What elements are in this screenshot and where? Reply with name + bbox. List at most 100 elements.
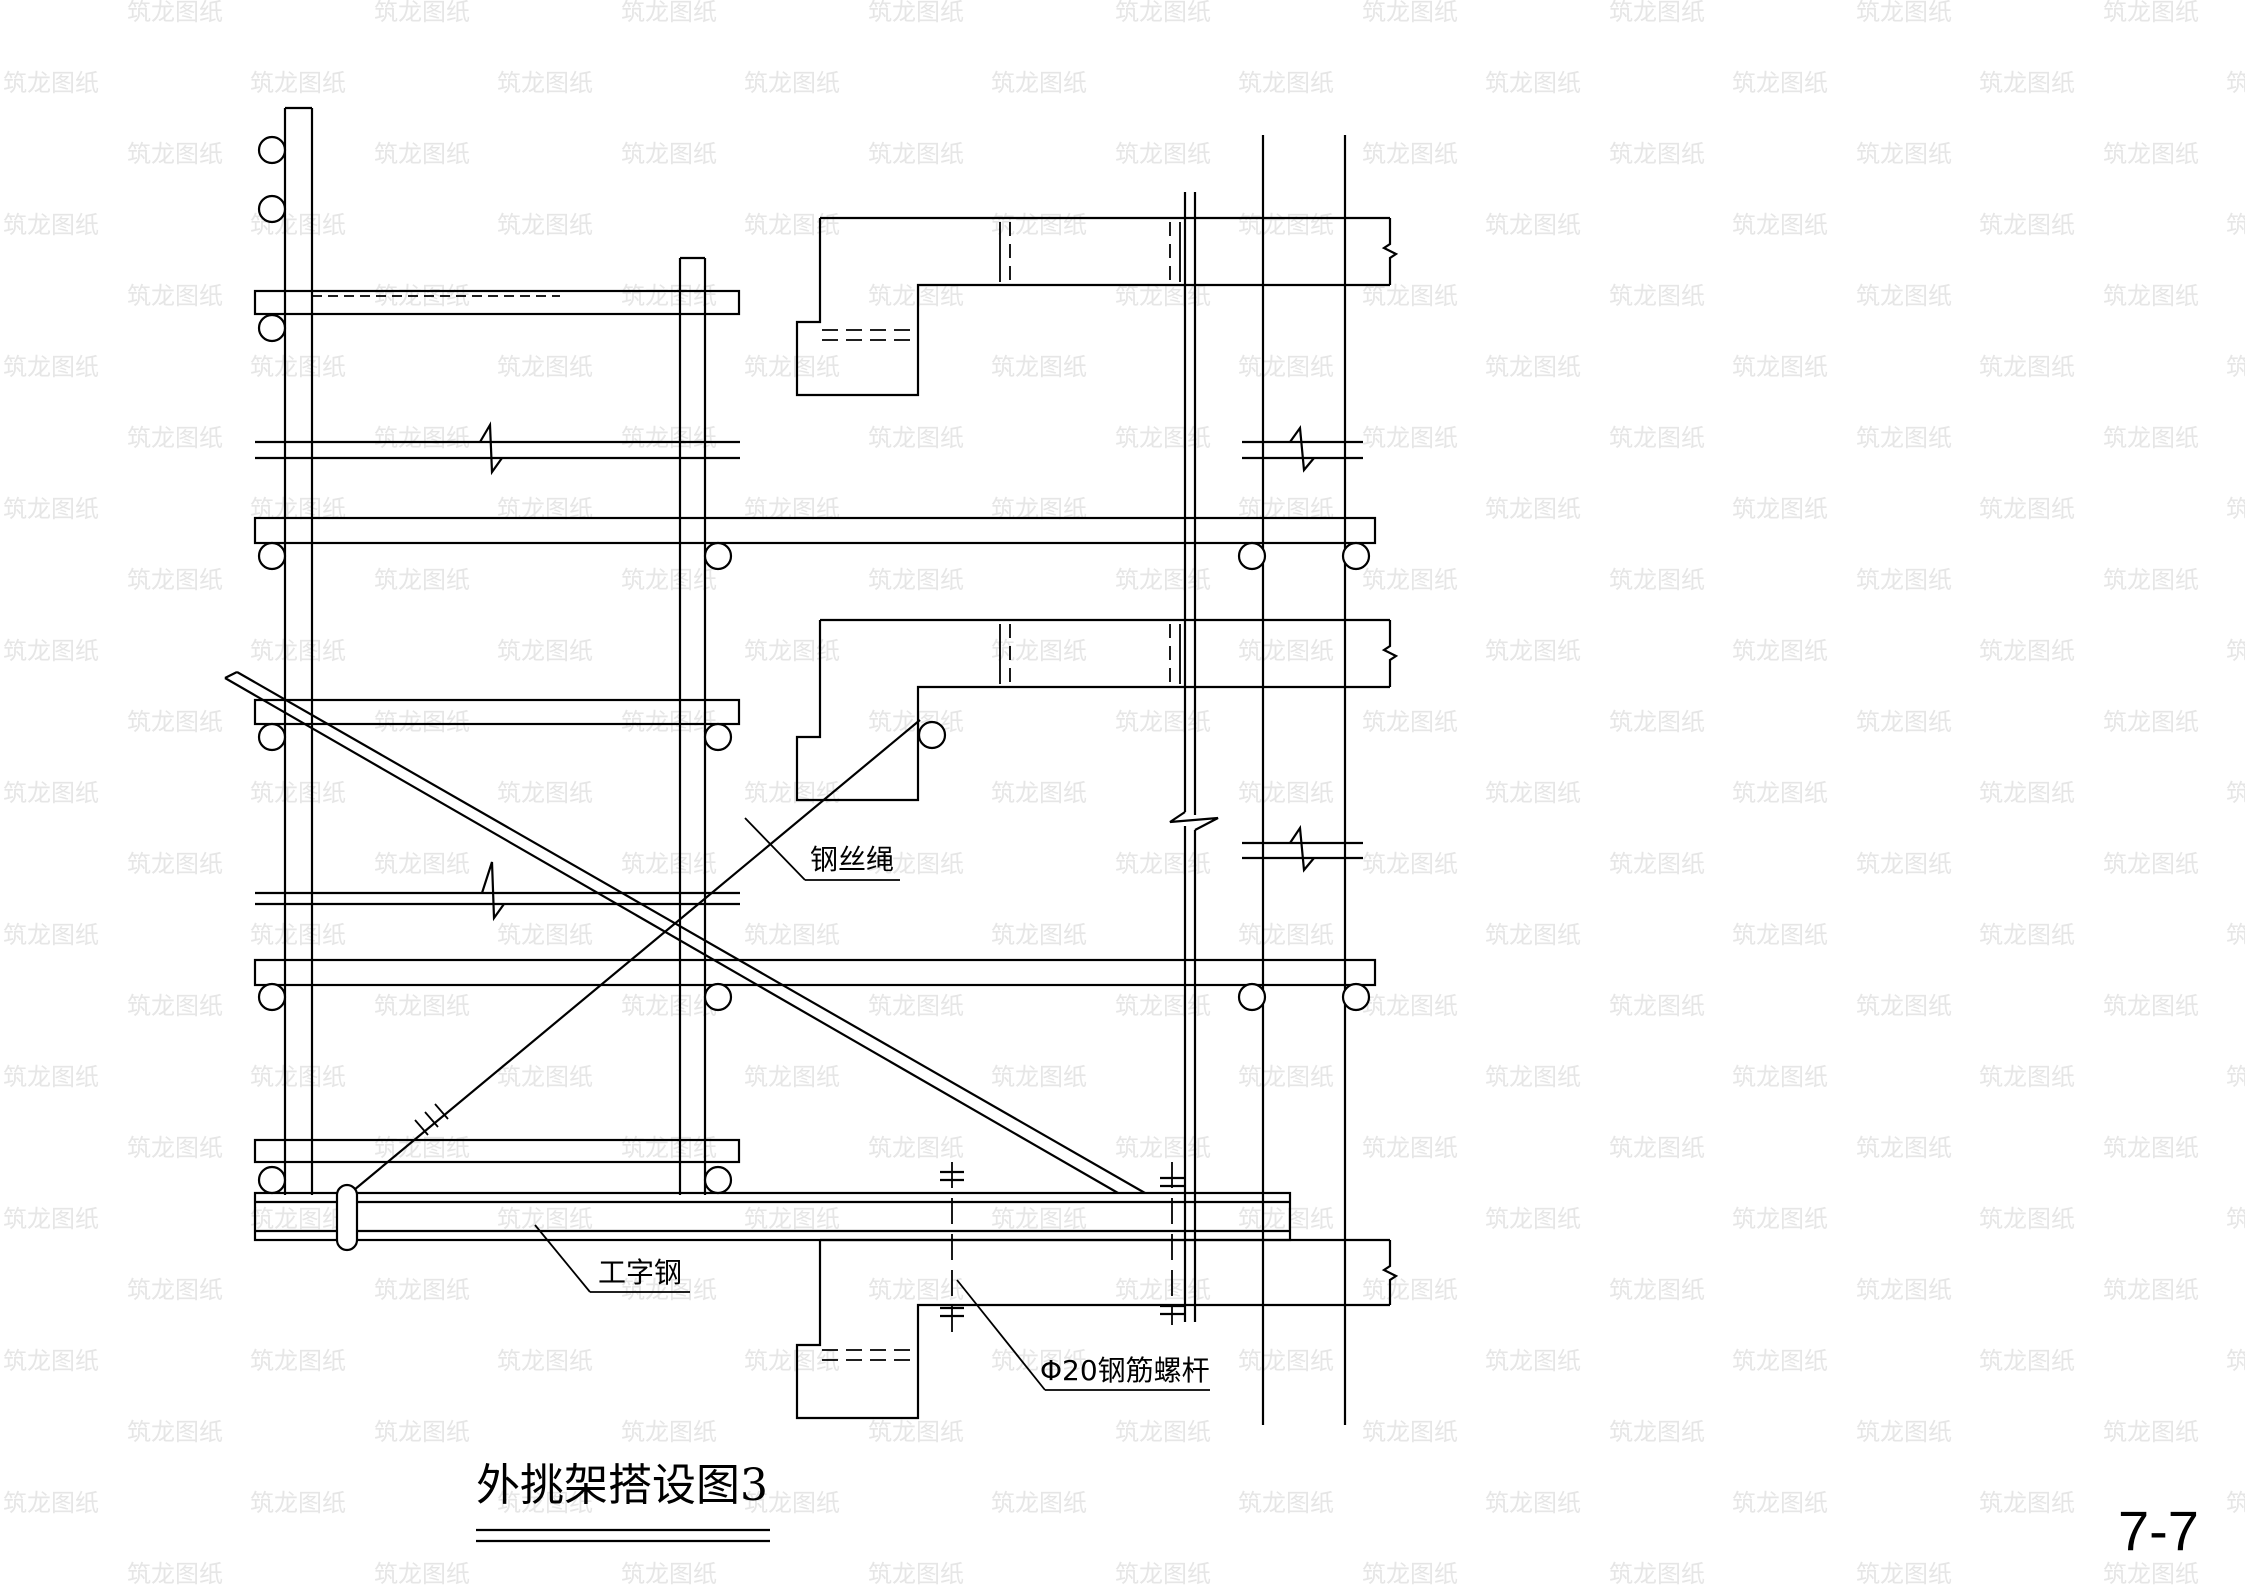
watermark-text: 筑龙图纸 (1485, 495, 1581, 523)
watermark-text: 筑龙图纸 (250, 779, 346, 807)
wire-rope-leader (744, 817, 900, 881)
rebar-bolt-right (1160, 1162, 1184, 1325)
floor-slab-middle (1193, 618, 1399, 689)
watermark-text: 筑龙图纸 (2226, 921, 2245, 949)
watermark-text: 筑龙图纸 (1732, 779, 1828, 807)
watermark-text: 筑龙图纸 (991, 1205, 1087, 1233)
watermark-text: 筑龙图纸 (1238, 1205, 1334, 1233)
watermark-text: 筑龙图纸 (744, 637, 840, 665)
watermark-text: 筑龙图纸 (374, 282, 470, 310)
stair-middle (795, 618, 1195, 802)
watermark-text: 筑龙图纸 (497, 211, 593, 239)
watermark-text: 筑龙图纸 (1362, 1560, 1458, 1587)
watermark-text: 筑龙图纸 (1485, 69, 1581, 97)
watermark-text: 筑龙图纸 (1238, 69, 1334, 97)
watermark-text: 筑龙图纸 (127, 1134, 223, 1162)
watermark-text: 筑龙图纸 (374, 566, 470, 594)
watermark-text: 筑龙图纸 (1115, 282, 1211, 310)
watermark-text: 筑龙图纸 (374, 1276, 470, 1304)
watermark-text: 筑龙图纸 (1609, 850, 1705, 878)
watermark-text: 筑龙图纸 (1238, 353, 1334, 381)
watermark-text: 筑龙图纸 (1609, 282, 1705, 310)
watermark-text: 筑龙图纸 (1856, 850, 1952, 878)
scaffold-ledgers (253, 289, 1377, 1164)
watermark-text: 筑龙图纸 (621, 1276, 717, 1304)
floor-slab-top (1193, 216, 1399, 287)
watermark-text: 筑龙图纸 (1979, 211, 2075, 239)
watermark-text: 筑龙图纸 (2226, 1205, 2245, 1233)
watermark-text: 筑龙图纸 (3, 495, 99, 523)
watermark-text: 筑龙图纸 (497, 1205, 593, 1233)
watermark-text: 筑龙图纸 (1732, 1489, 1828, 1517)
watermark-text: 筑龙图纸 (1732, 495, 1828, 523)
watermark-text: 筑龙图纸 (127, 1418, 223, 1446)
scaffold-outer-standard (678, 256, 707, 1195)
watermark-text: 筑龙图纸 (1362, 282, 1458, 310)
watermark-text: 筑龙图纸 (1979, 69, 2075, 97)
watermark-text: 筑龙图纸 (3, 211, 99, 239)
rebar-bolt-leader (956, 1279, 1210, 1391)
watermark-text: 筑龙图纸 (868, 1276, 964, 1304)
watermark-text: 筑龙图纸 (744, 69, 840, 97)
watermark-text: 筑龙图纸 (1732, 211, 1828, 239)
watermark-text: 筑龙图纸 (744, 211, 840, 239)
watermark-text: 筑龙图纸 (1979, 637, 2075, 665)
building-wall (1261, 135, 1347, 1425)
watermark-text: 筑龙图纸 (1115, 424, 1211, 452)
watermark-text: 筑龙图纸 (1609, 992, 1705, 1020)
watermark-text: 筑龙图纸 (3, 69, 99, 97)
watermark-text: 筑龙图纸 (127, 1560, 223, 1587)
watermark-text: 筑龙图纸 (1732, 69, 1828, 97)
watermark-text: 筑龙图纸 (374, 1560, 470, 1587)
watermark-text: 筑龙图纸 (1485, 1489, 1581, 1517)
watermark-text: 筑龙图纸 (374, 708, 470, 736)
watermark-text: 筑龙图纸 (497, 69, 593, 97)
watermark-text: 筑龙图纸 (3, 637, 99, 665)
watermark-text: 筑龙图纸 (497, 353, 593, 381)
watermark-text: 筑龙图纸 (1609, 0, 1705, 26)
watermark-text: 筑龙图纸 (3, 353, 99, 381)
watermark-text: 筑龙图纸 (250, 921, 346, 949)
watermark-text: 筑龙图纸 (1979, 1489, 2075, 1517)
watermark-text: 筑龙图纸 (497, 1063, 593, 1091)
watermark-text: 筑龙图纸 (1238, 1347, 1334, 1375)
watermark-text: 筑龙图纸 (1238, 779, 1334, 807)
watermark-text: 筑龙图纸 (744, 1489, 840, 1517)
watermark-text: 筑龙图纸 (991, 211, 1087, 239)
watermark-text: 筑龙图纸 (2103, 1560, 2199, 1587)
watermark-text: 筑龙图纸 (1362, 850, 1458, 878)
watermark-text: 筑龙图纸 (127, 424, 223, 452)
watermark-text: 筑龙图纸 (374, 140, 470, 168)
watermark-text: 筑龙图纸 (868, 282, 964, 310)
watermark-text: 筑龙图纸 (621, 424, 717, 452)
watermark-text: 筑龙图纸 (1609, 1560, 1705, 1587)
watermark-text: 筑龙图纸 (2226, 495, 2245, 523)
watermark-text: 筑龙图纸 (2103, 1276, 2199, 1304)
watermark-text: 筑龙图纸 (1362, 424, 1458, 452)
watermark-text: 筑龙图纸 (1732, 1205, 1828, 1233)
watermark-text: 筑龙图纸 (991, 1347, 1087, 1375)
watermark-text: 筑龙图纸 (127, 566, 223, 594)
watermark-text: 筑龙图纸 (1362, 566, 1458, 594)
watermark-text: 筑龙图纸 (621, 992, 717, 1020)
watermark-text: 筑龙图纸 (1856, 1560, 1952, 1587)
wire-rope-label: 钢丝绳 (810, 843, 894, 876)
watermark-text: 筑龙图纸 (621, 1134, 717, 1162)
watermark-text: 筑龙图纸 (1856, 992, 1952, 1020)
watermark-text: 筑龙图纸 (1485, 1205, 1581, 1233)
i-beam (253, 1183, 1292, 1252)
watermark-text: 筑龙图纸 (868, 140, 964, 168)
watermark-text: 筑龙图纸 (1856, 282, 1952, 310)
watermark-text: 筑龙图纸 (1979, 1205, 2075, 1233)
watermark-text: 筑龙图纸 (1115, 1560, 1211, 1587)
watermark-text: 筑龙图纸 (2226, 353, 2245, 381)
watermark-text: 筑龙图纸 (1856, 708, 1952, 736)
watermark-text: 筑龙图纸 (1485, 353, 1581, 381)
watermark-text: 筑龙图纸 (2103, 1134, 2199, 1162)
watermark-text: 筑龙图纸 (1485, 637, 1581, 665)
watermark-text: 筑龙图纸 (1856, 1134, 1952, 1162)
watermark-text: 筑龙图纸 (497, 637, 593, 665)
watermark-text: 筑龙图纸 (868, 424, 964, 452)
